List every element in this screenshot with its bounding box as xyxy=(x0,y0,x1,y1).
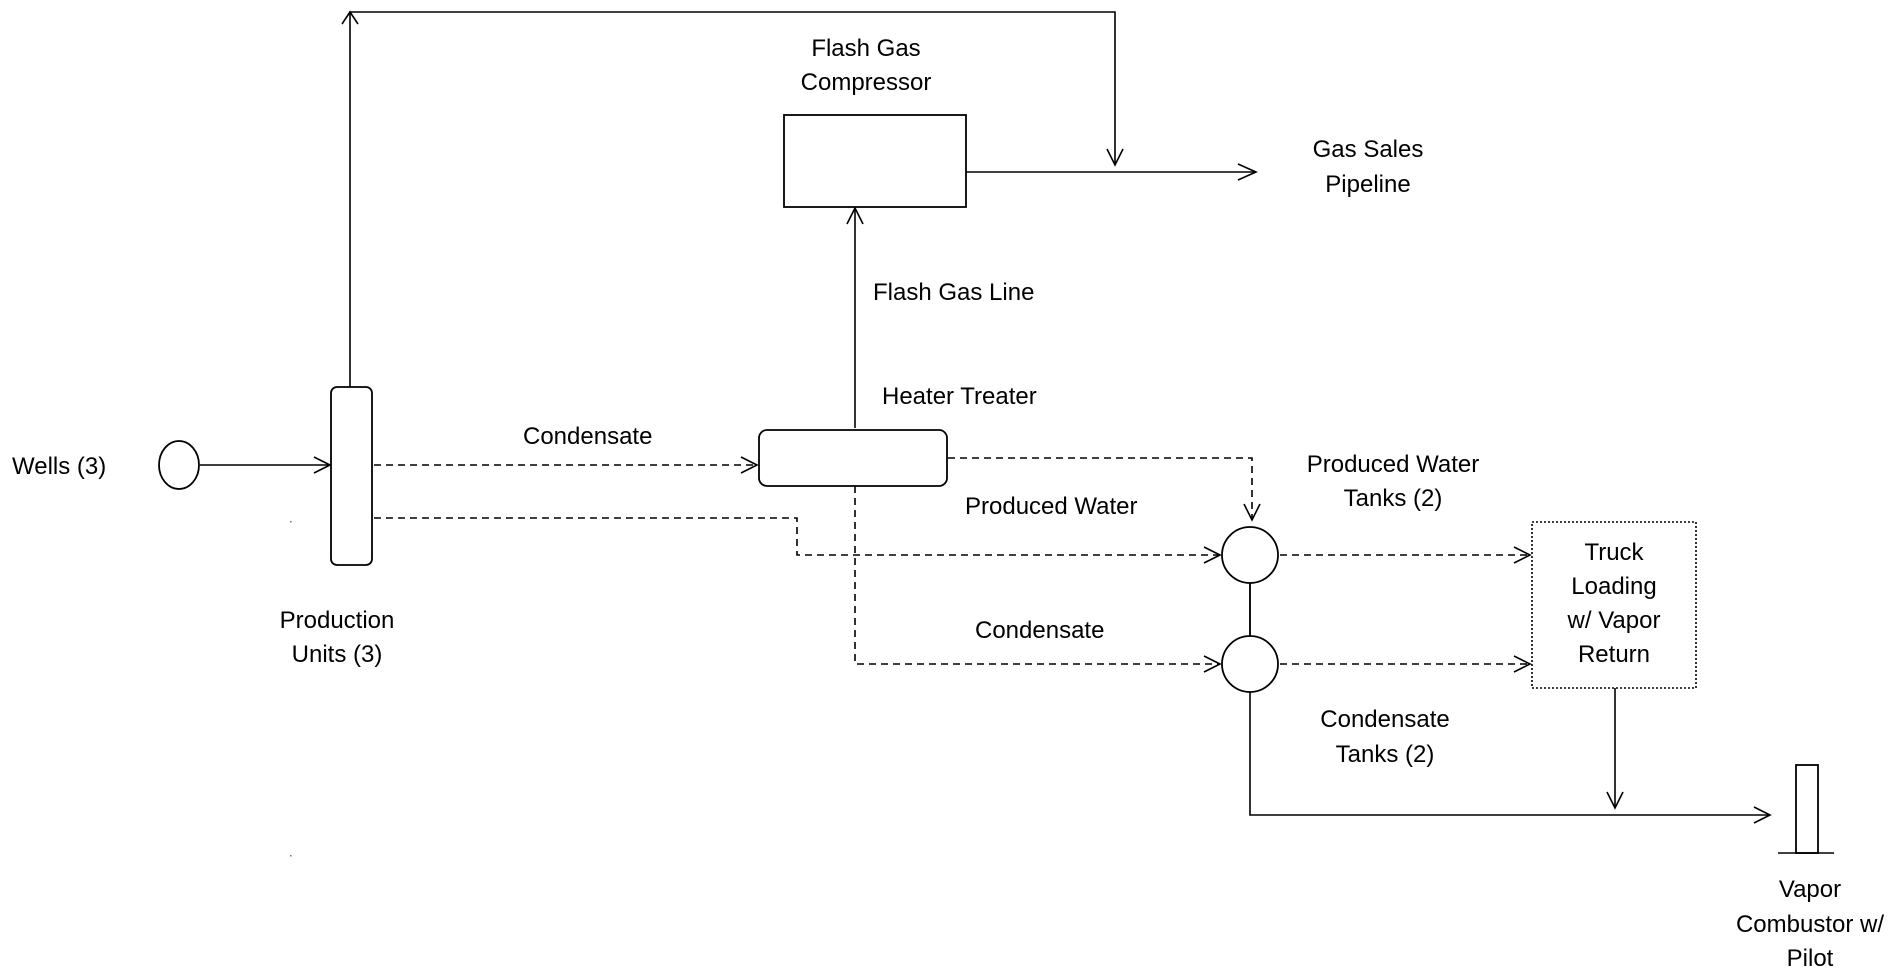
arrowhead-cond-truck xyxy=(1513,655,1532,673)
vapor-combustor-stack xyxy=(1795,764,1819,854)
arrowhead-condensate-top xyxy=(740,456,759,474)
arrowhead-vapor xyxy=(1753,806,1772,824)
heater-treater-vessel xyxy=(758,429,948,487)
produced-water-label: Produced Water xyxy=(965,493,1138,520)
condensate-label-top: Condensate xyxy=(523,423,652,450)
pw-tanks-label-2: Tanks (2) xyxy=(1344,485,1443,512)
arrowhead-gas-sales xyxy=(1237,163,1258,181)
arrowhead-gas-down xyxy=(1106,148,1124,167)
pw-tanks-label-1: Produced Water xyxy=(1307,451,1480,478)
truck-label-2: Loading xyxy=(1571,573,1656,600)
compressor-label-1: Flash Gas xyxy=(811,35,920,62)
arrowhead-ht-water xyxy=(1243,503,1261,522)
arrowhead-pw-truck xyxy=(1513,546,1532,564)
production-units-label-2: Units (3) xyxy=(292,641,383,668)
condensate-label-mid: Condensate xyxy=(975,617,1104,644)
condensate-tank xyxy=(1221,635,1279,693)
compressor-label-2: Compressor xyxy=(801,69,932,96)
combustor-label-1: Vapor xyxy=(1779,876,1841,903)
arrowhead-condensate-mid xyxy=(1203,655,1222,673)
gas-sales-label-1: Gas Sales xyxy=(1313,136,1424,163)
truck-label-3: w/ Vapor xyxy=(1567,607,1661,634)
compressor-box xyxy=(783,114,967,208)
stray-dot-2 xyxy=(290,855,292,857)
wells-label: Wells (3) xyxy=(12,453,106,480)
truck-label-1: Truck xyxy=(1584,539,1644,566)
arrowhead-wells xyxy=(313,456,332,474)
flash-gas-line-label: Flash Gas Line xyxy=(873,279,1034,306)
gas-sales-label-2: Pipeline xyxy=(1325,171,1410,198)
arrowhead-header-up xyxy=(341,10,359,25)
stray-dot-1 xyxy=(290,521,292,523)
gas-bypass-line xyxy=(349,11,1116,387)
produced-water-tank xyxy=(1221,526,1279,584)
truck-loading-box xyxy=(1531,521,1697,689)
condensate-line-mid xyxy=(854,486,1220,665)
heater-treater-label: Heater Treater xyxy=(882,383,1037,410)
combustor-label-2: Combustor w/ xyxy=(1736,911,1884,938)
truck-label-4: Return xyxy=(1578,641,1650,668)
cond-tanks-label-1: Condensate xyxy=(1320,706,1449,733)
arrowhead-flash-gas xyxy=(846,206,864,225)
combustor-label-3: Pilot xyxy=(1787,945,1834,972)
cond-tanks-label-2: Tanks (2) xyxy=(1336,741,1435,768)
produced-water-line xyxy=(374,517,1220,556)
wells-symbol xyxy=(158,440,200,490)
production-units-vessel xyxy=(330,386,373,566)
ht-water-line xyxy=(948,457,1253,520)
production-units-label-1: Production xyxy=(280,607,395,634)
arrowhead-produced-water xyxy=(1203,546,1222,564)
arrowhead-truck-return xyxy=(1606,791,1624,810)
